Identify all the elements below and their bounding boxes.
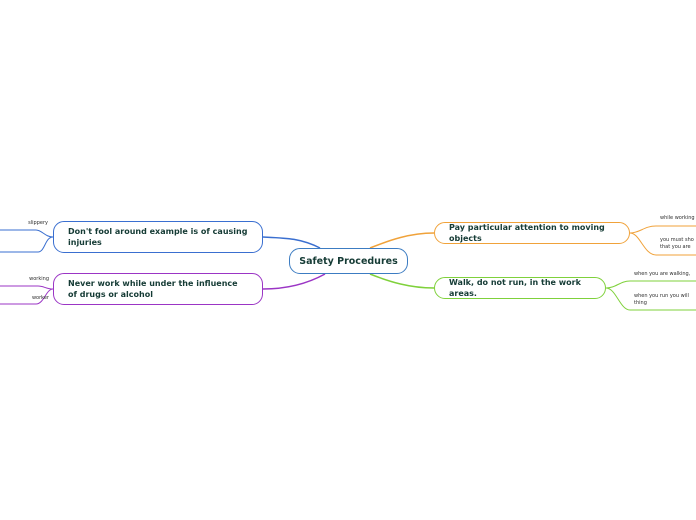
topic-fool-around-label: Don't fool around example is of causing … xyxy=(68,227,248,247)
subtopic-moving-2a[interactable]: you must sho xyxy=(660,237,694,243)
topic-moving-objects-label: Pay particular attention to moving objec… xyxy=(449,223,605,243)
topic-moving-objects[interactable]: Pay particular attention to moving objec… xyxy=(434,222,630,244)
topic-drugs-alcohol-label: Never work while under the influence of … xyxy=(68,279,238,299)
central-topic[interactable]: Safety Procedures xyxy=(289,248,408,274)
subtopic-moving-2b[interactable]: that you are xyxy=(660,244,691,250)
connector-walk-sub2 xyxy=(605,287,696,311)
subtopic-walk-2a[interactable]: when you run you will xyxy=(634,293,689,299)
subtopic-walk-1[interactable]: when you are walking, xyxy=(634,271,691,277)
topic-drugs-alcohol[interactable]: Never work while under the influence of … xyxy=(53,273,263,305)
connector-fool-sub1 xyxy=(0,229,54,238)
subtopic-fool-1[interactable]: slippery xyxy=(28,220,48,226)
connector-moving xyxy=(369,232,435,249)
connector-moving-sub2 xyxy=(629,232,696,256)
topic-walk-dont-run[interactable]: Walk, do not run, in the work areas. xyxy=(434,277,606,299)
connector-drugs-sub2 xyxy=(0,288,54,305)
central-topic-label: Safety Procedures xyxy=(299,255,398,267)
connector-walk xyxy=(369,273,435,289)
subtopic-drugs-2[interactable]: worker xyxy=(31,295,49,301)
subtopic-moving-1[interactable]: while working xyxy=(660,215,695,221)
topic-fool-around[interactable]: Don't fool around example is of causing … xyxy=(53,221,263,253)
subtopic-drugs-1[interactable]: working xyxy=(29,276,49,282)
connector-walk-sub1 xyxy=(605,280,696,289)
subtopic-walk-2b[interactable]: thing xyxy=(634,300,647,306)
connector-fool xyxy=(262,236,321,249)
connector-drugs-sub1 xyxy=(0,285,54,290)
connector-fool-sub2 xyxy=(0,236,54,253)
connector-moving-sub1 xyxy=(629,225,696,234)
topic-walk-dont-run-label: Walk, do not run, in the work areas. xyxy=(449,278,581,298)
connector-drugs xyxy=(262,273,326,290)
